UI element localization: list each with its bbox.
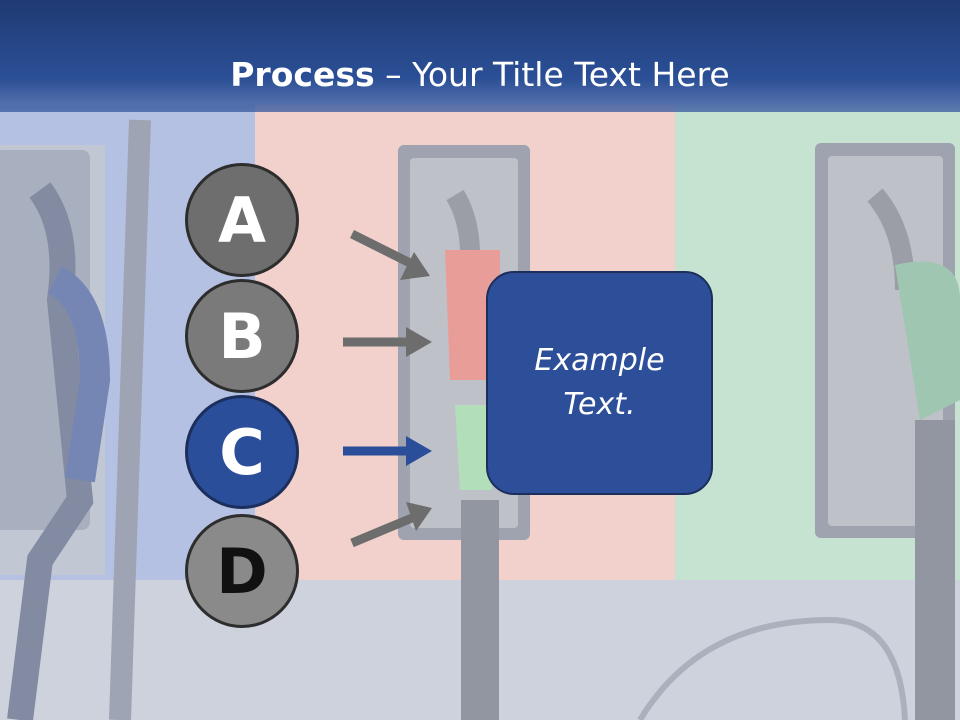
- title-rest-text: – Your Title Text Here: [374, 55, 730, 94]
- step-c-circle[interactable]: C: [185, 395, 299, 509]
- slide-title[interactable]: Process – Your Title Text Here: [0, 52, 960, 98]
- step-a-letter: A: [218, 183, 266, 257]
- example-text: Example Text.: [534, 343, 665, 422]
- step-c-letter: C: [219, 415, 265, 489]
- example-text-box[interactable]: Example Text.: [486, 271, 713, 495]
- step-d-letter: D: [216, 534, 268, 608]
- arrow-b: [343, 327, 432, 357]
- step-a-circle[interactable]: A: [185, 163, 299, 277]
- step-b-letter: B: [218, 299, 266, 373]
- step-d-circle[interactable]: D: [185, 514, 299, 628]
- step-b-circle[interactable]: B: [185, 279, 299, 393]
- title-bar: [0, 0, 960, 112]
- title-bold-text: Process: [230, 55, 375, 94]
- arrow-d: [350, 502, 432, 548]
- arrow-c: [343, 436, 432, 466]
- arrow-a: [349, 229, 430, 280]
